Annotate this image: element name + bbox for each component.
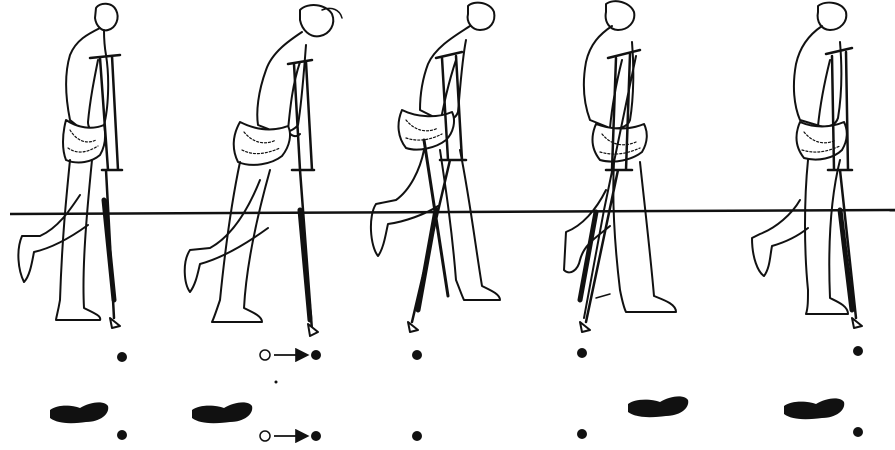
stance-leg <box>613 162 676 312</box>
crutch <box>90 55 122 318</box>
head <box>300 5 333 36</box>
phase-2-figure <box>185 5 342 336</box>
footprint <box>50 402 108 423</box>
stance-leg <box>440 150 500 300</box>
arm <box>818 60 830 132</box>
phase-3-markers <box>412 350 422 441</box>
torso <box>257 32 306 133</box>
phase-3-figure <box>371 3 500 332</box>
head <box>95 4 118 31</box>
footprint <box>784 398 844 419</box>
crutch-tip-marker <box>577 348 587 358</box>
crutch-tip-marker <box>117 352 127 362</box>
torso <box>584 26 633 129</box>
crutch-2 <box>584 56 636 318</box>
crutch-tip-marker <box>117 430 127 440</box>
crutch-tip-marker <box>412 431 422 441</box>
head <box>468 3 495 30</box>
crutch-tip-marker <box>853 427 863 437</box>
prior-position-marker <box>260 431 270 441</box>
reference-line <box>10 210 895 214</box>
briefs <box>234 122 290 165</box>
phase-2-markers <box>192 350 321 441</box>
swing-leg <box>18 195 88 282</box>
head <box>606 1 635 30</box>
footprint <box>192 402 252 423</box>
briefs <box>593 124 647 162</box>
prior-position-marker <box>260 350 270 360</box>
footprint <box>628 396 688 417</box>
phase-1-markers <box>50 352 127 440</box>
phase-1-figure <box>18 4 122 328</box>
crutch-2 <box>424 140 448 296</box>
crutch-tip-marker <box>311 431 321 441</box>
rear-leg <box>185 180 268 292</box>
phase-4-figure <box>564 1 676 332</box>
crutch-tip-marker <box>577 429 587 439</box>
briefs <box>797 122 847 160</box>
crutch-tip-marker <box>412 350 422 360</box>
arm <box>88 60 98 131</box>
phase-5-markers <box>784 346 863 437</box>
phase-5-figure <box>752 3 862 328</box>
crutch-tip-marker <box>311 350 321 360</box>
crutch-tip-marker <box>853 346 863 356</box>
phase-4-markers <box>577 348 688 439</box>
